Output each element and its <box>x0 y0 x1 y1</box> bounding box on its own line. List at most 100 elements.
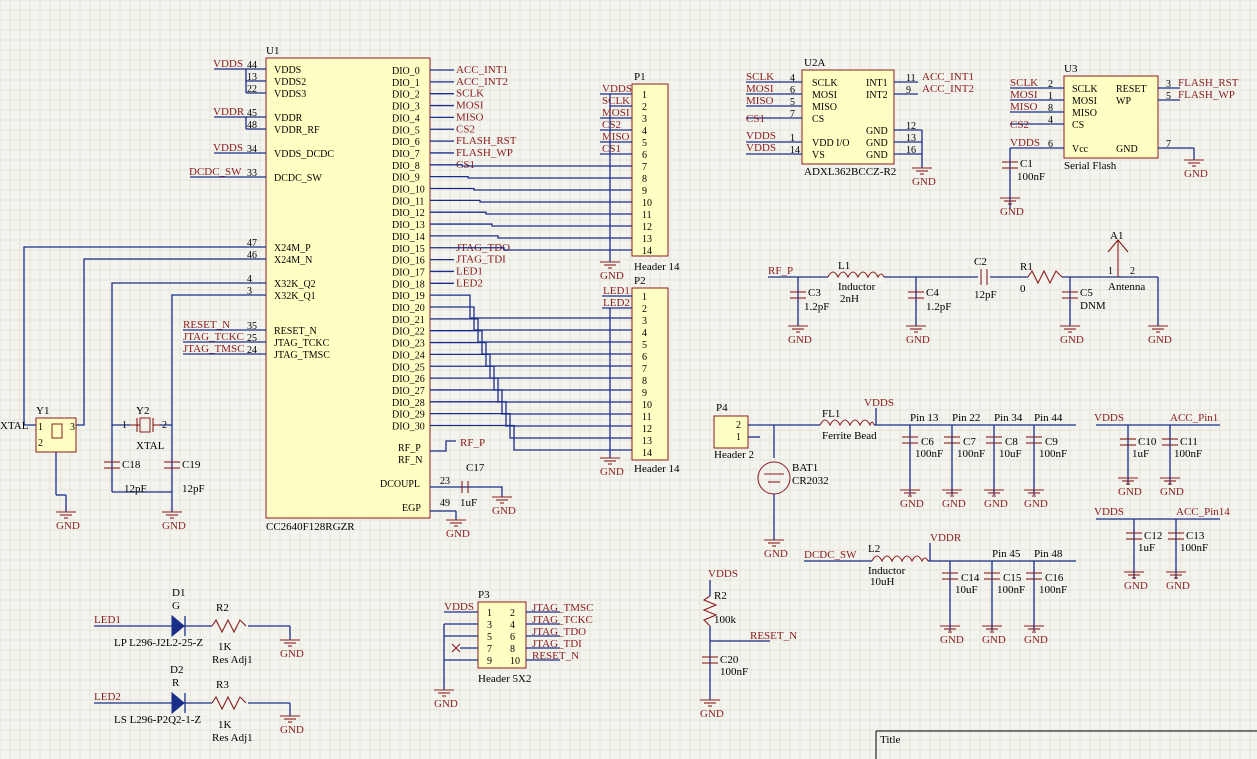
svg-text:0: 0 <box>1020 283 1026 295</box>
svg-text:P3: P3 <box>478 589 490 601</box>
svg-text:C3: C3 <box>808 287 821 299</box>
crystal-y2[interactable]: Y2 XTAL 1 2 <box>122 405 167 452</box>
ground-label: GND <box>764 548 788 560</box>
u1-pin-label: X32K_Q2 <box>274 279 316 290</box>
svg-text:A1: A1 <box>1110 230 1123 242</box>
svg-text:2nH: 2nH <box>840 293 859 305</box>
rf-matching-network[interactable]: RF_P L1 Inductor 2nH C3 1.2pF C4 1.2pF C… <box>768 230 1159 326</box>
u1-pin-label: RESET_N <box>274 326 317 337</box>
svg-text:VDDS: VDDS <box>1010 137 1040 149</box>
u1-pin-label: VDDS_DCDC <box>274 149 334 160</box>
svg-text:100nF: 100nF <box>720 666 748 678</box>
u1-pin-label: VDDR_RF <box>274 125 320 136</box>
u1-dio-net: CS2 <box>456 123 475 135</box>
u1-left-pins: VDDS44VDDS213VDDS322VDDR45VDDR_RF48VDDS_… <box>247 60 334 361</box>
svg-text:Res Adj1: Res Adj1 <box>212 732 253 744</box>
header-pin: 13 <box>642 234 652 245</box>
u1-dio-label: DIO_27 <box>392 386 425 397</box>
acc-cap-val: 100nF <box>1180 542 1208 554</box>
svg-text:Header 14: Header 14 <box>634 463 680 475</box>
svg-text:MISO: MISO <box>1010 101 1038 113</box>
p3-pin: 4 <box>510 620 515 631</box>
u1-dio-net: LED2 <box>456 277 483 289</box>
cap-ref: C14 <box>961 572 980 584</box>
svg-text:1: 1 <box>736 432 741 443</box>
svg-text:MOSI: MOSI <box>602 107 630 119</box>
u1-mcu[interactable]: U1 CC2640F128RGZR VDDS44VDDS213VDDS322VD… <box>247 45 517 533</box>
battery-supply[interactable]: P4 Header 2 2 1 BAT1 CR2032 FL1 Ferrite … <box>713 397 1076 540</box>
svg-text:RF_P: RF_P <box>768 265 793 277</box>
serial-flash-u3[interactable]: U3 Serial Flash SCLK2MOSI1MISO8CS4Vcc6RE… <box>1048 63 1171 172</box>
u2a-pin-num: 13 <box>906 133 916 144</box>
ground-label: GND <box>492 505 516 517</box>
p3-nets: VDDS <box>443 601 478 690</box>
cap-c19[interactable]: C19 12pF <box>164 459 205 495</box>
u3-pin-num: 6 <box>1048 139 1053 150</box>
u1-dio-label: DIO_21 <box>392 315 425 326</box>
p2-nets: LED1 LED2 <box>602 285 632 458</box>
u3-pin: RESET <box>1116 84 1147 95</box>
svg-text:CS2: CS2 <box>602 119 621 131</box>
svg-text:VDDS: VDDS <box>602 83 632 95</box>
led-d2[interactable]: LED2 D2 R LS L296-P2Q2-1-Z R3 1K Res Adj… <box>94 664 291 744</box>
dcdc-supply[interactable]: DCDC_SW L2 Inductor 10uH VDDR <box>804 532 1076 588</box>
accelerometer-u2a[interactable]: U2A ADXL362BCCZ-R2 SCLK4MOSI6MISO5CS7VDD… <box>790 57 916 178</box>
header-pin: 14 <box>642 246 652 257</box>
u1-dio-net: JTAG_TDI <box>456 254 506 266</box>
u3-pin-num: 7 <box>1166 139 1171 150</box>
u1-dio-label: DIO_6 <box>392 137 420 148</box>
ground-label: GND <box>56 520 80 532</box>
led-d1[interactable]: LED1 D1 G LP L296-J2L2-25-Z R2 1K Res Ad… <box>94 587 291 666</box>
svg-text:SCLK: SCLK <box>746 71 774 83</box>
crystal-y1[interactable]: Y1 XTAL 1 3 2 <box>0 405 77 453</box>
u1-pin-label: JTAG_TCKC <box>274 338 330 349</box>
svg-text:C20: C20 <box>720 654 739 666</box>
header-pin: 9 <box>642 186 647 197</box>
cap-pin-label: Pin 44 <box>1034 412 1063 424</box>
u3-pin: MOSI <box>1072 96 1097 107</box>
u1-dio-label: DIO_9 <box>392 173 420 184</box>
ground-label: GND <box>600 270 624 282</box>
svg-text:C19: C19 <box>182 459 201 471</box>
cap-value: 10uF <box>955 584 978 596</box>
svg-text:LED2: LED2 <box>603 297 630 309</box>
svg-text:VDDR: VDDR <box>930 532 962 544</box>
u3-pin: GND <box>1116 144 1138 155</box>
ground-label: GND <box>1166 580 1190 592</box>
title-block: Title <box>875 730 1257 759</box>
u1-pin-num: 46 <box>247 250 257 261</box>
net-vdds-dcdc: VDDS <box>213 142 243 154</box>
ground-label: GND <box>434 698 458 710</box>
u2a-pin-num: 6 <box>790 85 795 96</box>
u1-dio-label: DIO_25 <box>392 362 425 373</box>
ground-label: GND <box>1060 334 1084 346</box>
cap-value: 100nF <box>1039 584 1067 596</box>
p3-pin: 6 <box>510 632 515 643</box>
ground-label: GND <box>912 176 936 188</box>
u1-rfn: RF_N <box>398 455 422 466</box>
svg-text:12pF: 12pF <box>124 483 147 495</box>
ground-label: GND <box>942 498 966 510</box>
reset-circuit[interactable]: VDDS R2 100k RESET_N C20 100nF <box>702 568 797 700</box>
ground-label: GND <box>1124 580 1148 592</box>
cap-c18[interactable]: C18 12pF <box>104 459 147 495</box>
svg-text:C2: C2 <box>974 256 987 268</box>
svg-text:VDDS: VDDS <box>746 142 776 154</box>
acc-cap-val: 1uF <box>1132 448 1149 460</box>
header-pin: 4 <box>642 328 647 339</box>
cap-value: 100nF <box>997 584 1025 596</box>
u1-dio-label: DIO_28 <box>392 398 425 409</box>
cap-ref: C9 <box>1045 436 1058 448</box>
u1-left-nets: VDDS VDDR VDDS DCDC_SW RESET_N JTAG_TCKC… <box>183 58 266 355</box>
p3-pin: 8 <box>510 644 515 655</box>
svg-text:FLASH_WP: FLASH_WP <box>1178 89 1235 101</box>
svg-text:1: 1 <box>38 422 43 433</box>
svg-text:CS2: CS2 <box>1010 119 1029 131</box>
cap-ref: C8 <box>1005 436 1018 448</box>
